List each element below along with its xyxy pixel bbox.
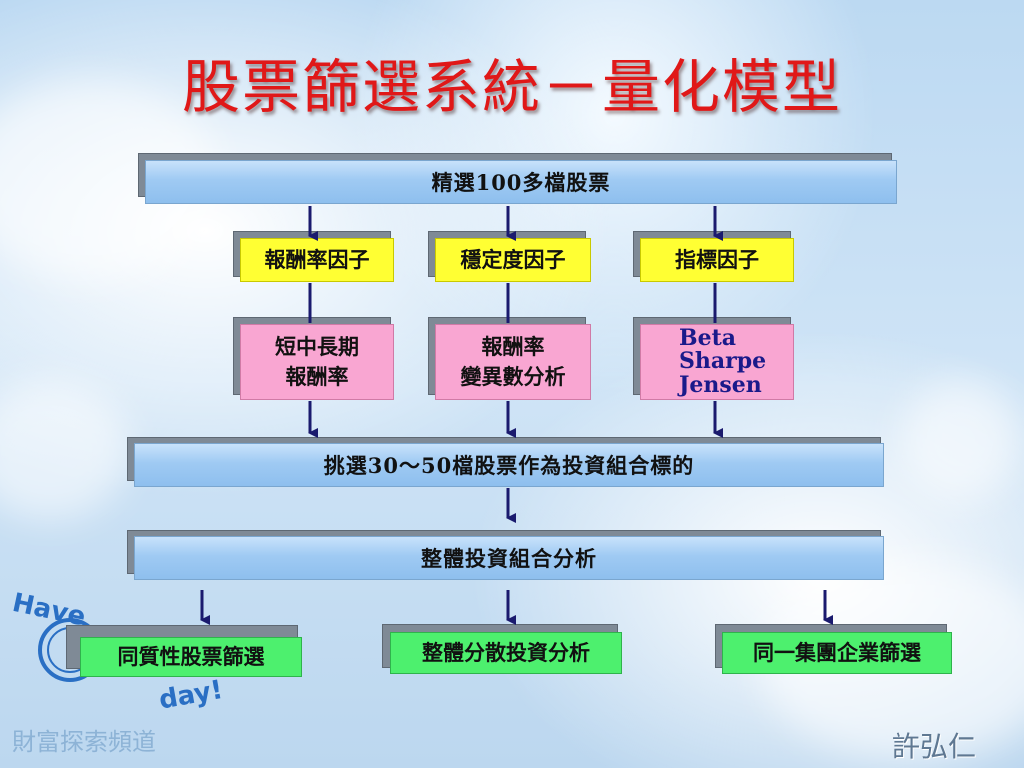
output-homogeneous: 同質性股票篩選 xyxy=(80,637,302,677)
factor-stability: 穩定度因子 xyxy=(435,238,591,282)
detail-left-line2: 報酬率 xyxy=(285,364,349,389)
detail-middle-line2: 變異數分析 xyxy=(460,364,566,389)
detail-right-line2: Sharpe xyxy=(679,348,767,375)
select-bar: 挑選30～50檔股票作為投資組合標的 xyxy=(134,443,884,487)
watermark-author: 許弘仁 xyxy=(892,730,977,763)
background-cloud xyxy=(0,380,130,520)
detail-left: 短中長期 報酬率 xyxy=(240,324,394,400)
page-title: 股票篩選系統－量化模型 xyxy=(181,53,842,121)
detail-middle: 報酬率 變異數分析 xyxy=(435,324,591,400)
top-bar: 精選100多檔股票 xyxy=(145,160,897,204)
detail-right-line3: Jensen xyxy=(679,371,762,398)
output-group: 同一集團企業篩選 xyxy=(722,632,952,674)
factor-return: 報酬率因子 xyxy=(240,238,394,282)
analysis-bar: 整體投資組合分析 xyxy=(134,536,884,580)
watermark-channel: 財富探索頻道 xyxy=(12,728,156,756)
detail-right: Beta Sharpe Jensen xyxy=(640,324,794,400)
detail-right-line1: Beta xyxy=(679,325,737,352)
factor-indicator: 指標因子 xyxy=(640,238,794,282)
output-diversified: 整體分散投資分析 xyxy=(390,632,622,674)
background-cloud xyxy=(900,380,1020,500)
detail-middle-line1: 報酬率 xyxy=(481,333,545,359)
have-a-nice-day-stamp: Have day! xyxy=(10,590,225,716)
detail-left-line1: 短中長期 xyxy=(275,333,359,359)
